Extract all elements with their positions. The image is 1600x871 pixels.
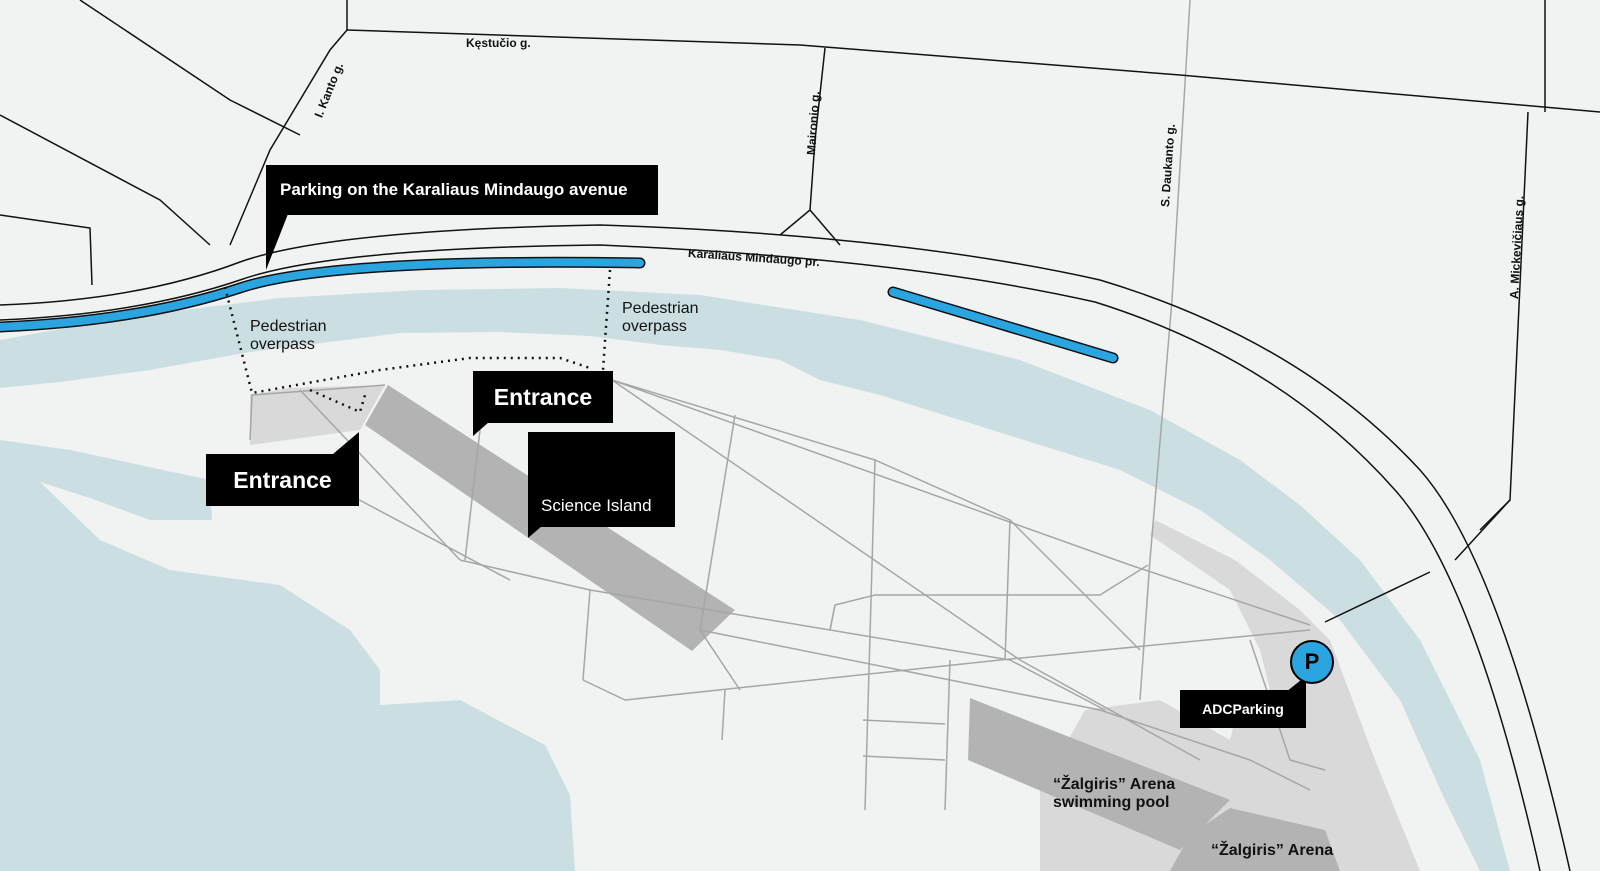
water-layer [0, 288, 1510, 871]
footpaths [249, 0, 1326, 811]
callout-entrance-left-text: Entrance [233, 467, 332, 493]
callout-entrance-right-tail [473, 422, 489, 436]
river-left [0, 440, 575, 871]
overpass-label-left: Pedestrian overpass [250, 318, 327, 353]
callout-adc-parking-text: ADCParking [1202, 701, 1284, 717]
pool-building [968, 698, 1230, 850]
callout-entrance-right[interactable]: Entrance [473, 371, 613, 423]
overpass-left-route [223, 286, 591, 395]
road-mindaugo-south [0, 244, 1541, 871]
street-label-kestucio: Kęstučio g. [466, 36, 531, 50]
overpass-right-route [601, 269, 612, 371]
callout-parking-avenue-text: Parking on the Karaliaus Mindaugo avenue [280, 180, 628, 199]
road-mindaugo-north [0, 224, 1571, 871]
arena-building [1170, 808, 1340, 871]
science-island-logo-area [538, 442, 664, 487]
parking-strip-east [889, 288, 1117, 362]
callout-parking-tail [266, 214, 288, 270]
river-upper [0, 288, 1510, 871]
venue-label-pool: “Žalgiris” Arena swimming pool [1053, 776, 1176, 811]
callout-science-island-text: Science Island [541, 496, 652, 515]
callout-entrance-right-text: Entrance [493, 384, 593, 410]
callout-adc-parking[interactable]: ADCParking [1180, 690, 1306, 728]
overpass-label-right: Pedestrian overpass [622, 300, 699, 335]
road-kestucio [346, 29, 1600, 113]
callout-parking-avenue[interactable]: Parking on the Karaliaus Mindaugo avenue [266, 165, 658, 215]
callout-science-island[interactable]: Science Island [528, 432, 675, 527]
parking-icon[interactable]: P [1290, 640, 1334, 684]
venue-label-arena: “Žalgiris” Arena [1211, 842, 1334, 859]
overpass-routes [223, 269, 612, 414]
entrance-plaza [250, 385, 385, 445]
callout-science-island-tail [528, 526, 542, 538]
road-nw-diagonal [79, 0, 301, 136]
road-maironio [779, 47, 826, 236]
callout-entrance-left-tail [333, 432, 359, 454]
road-kanto [229, 29, 348, 246]
parking-strip-west [0, 258, 644, 331]
callout-entrance-left[interactable]: Entrance [206, 454, 359, 506]
